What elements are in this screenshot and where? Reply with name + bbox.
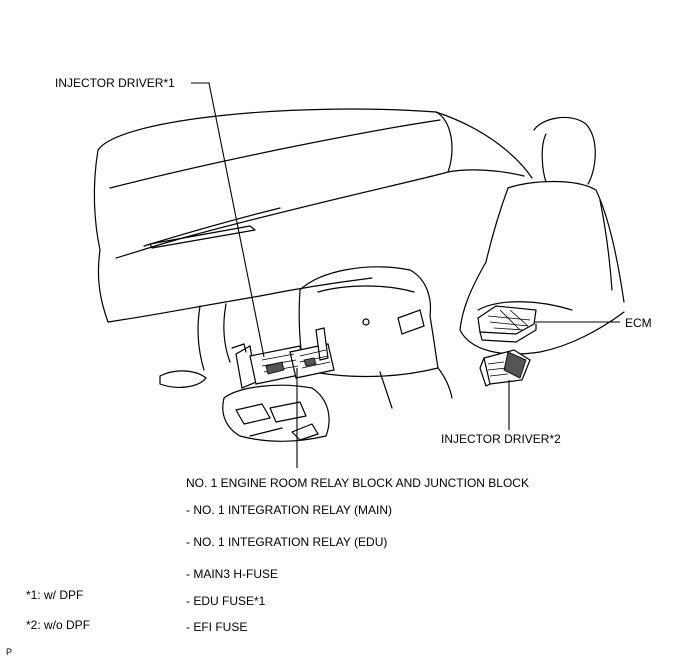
instrument-panel [93, 108, 533, 371]
ecm-unit [477, 305, 537, 343]
driver-seat [459, 116, 625, 355]
footnote-dpf: *1: w/ DPF [26, 588, 84, 602]
relay-item-main3-h-fuse: - MAIN3 H-FUSE [186, 567, 279, 581]
ecm-label: ECM [625, 316, 652, 330]
injector-driver-1-label: INJECTOR DRIVER*1 [55, 76, 175, 90]
injector-driver-2-label: INJECTOR DRIVER*2 [441, 432, 561, 446]
corner-code: P [6, 647, 13, 657]
injector-driver-unit [479, 349, 531, 387]
relay-item-edu-fuse: - EDU FUSE*1 [186, 594, 266, 608]
leader-injector-driver-1 [191, 82, 265, 358]
relay-item-integration-main: - NO. 1 INTEGRATION RELAY (MAIN) [186, 503, 393, 517]
relay-item-integration-edu: - NO. 1 INTEGRATION RELAY (EDU) [186, 535, 388, 549]
relay-block-label: NO. 1 ENGINE ROOM RELAY BLOCK AND JUNCTI… [186, 476, 529, 490]
footnote-no-dpf: *2: w/o DPF [26, 618, 91, 632]
relay-item-efi-fuse: - EFI FUSE [186, 620, 248, 634]
relay-block-assembly [231, 327, 335, 389]
